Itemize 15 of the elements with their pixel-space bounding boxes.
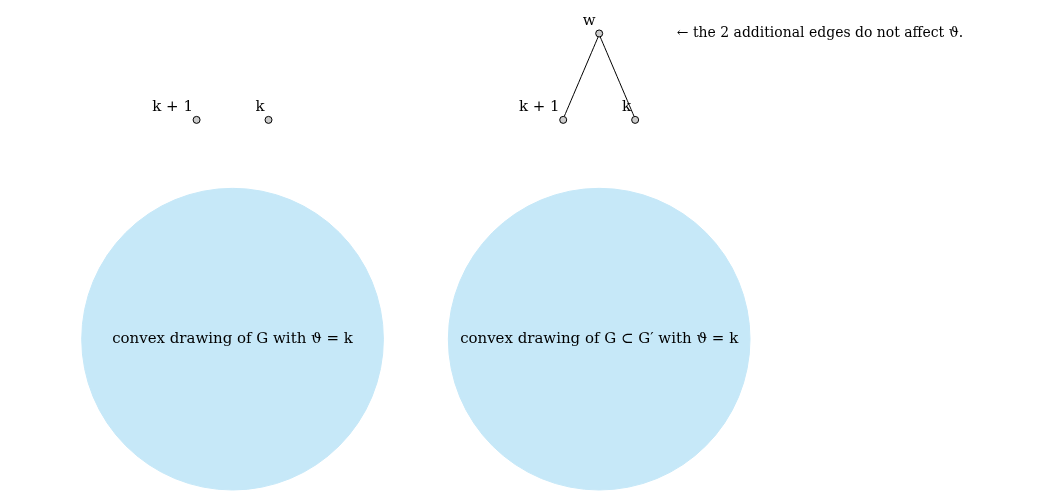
connector (599, 35, 635, 117)
label: ← the 2 additional edges do not affect ϑ. (676, 23, 964, 40)
node-label: k + 1 (152, 96, 193, 115)
node-label: k (255, 96, 265, 115)
node-circle (595, 29, 604, 37)
node-label: w (582, 10, 596, 29)
node-circle (264, 115, 273, 124)
node-circle (559, 115, 568, 124)
node-circle (631, 115, 640, 124)
node-circle: convex drawing of G with ϑ = k (81, 187, 384, 490)
node-label: k + 1 (518, 96, 560, 115)
connector (563, 35, 599, 117)
node-circle: convex drawing of G ⊂ G′ with ϑ = k (447, 187, 751, 490)
node-label: k (622, 96, 632, 115)
node-circle (192, 115, 201, 124)
